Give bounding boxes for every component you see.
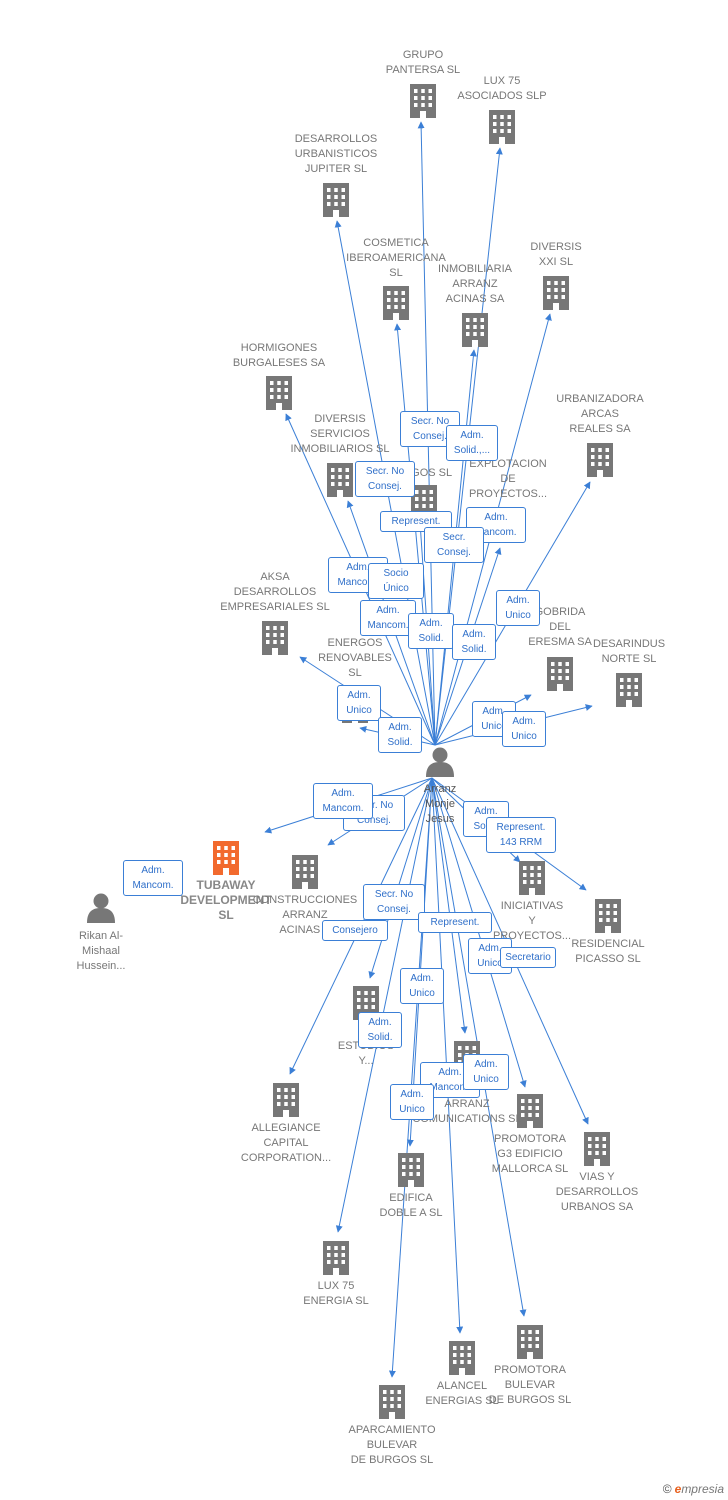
building-icon[interactable]: [587, 443, 613, 477]
focus-person-name[interactable]: Arranz Monje Jesus: [423, 783, 457, 825]
building-window: [217, 846, 221, 850]
building-window: [231, 853, 235, 857]
relation-badge[interactable]: Adm. Unico: [496, 590, 540, 626]
company-label-explotacion[interactable]: EXPLOTACION DE PROYECTOS...: [468, 458, 548, 500]
relation-badge[interactable]: Adm. Unico: [400, 968, 444, 1004]
company-label-energos-renovables[interactable]: ENERGOS RENOVABLES SL: [318, 637, 392, 679]
company-label-urbanizadora-arcas[interactable]: URBANIZADORA ARCAS REALES SA: [556, 393, 644, 435]
edge-lux75-energia: [335, 777, 433, 1233]
relation-badge[interactable]: Adm. Unico: [502, 711, 546, 747]
focus-person-icon[interactable]: [426, 747, 454, 778]
company-label-inmobiliaria-arranz[interactable]: INMOBILIARIA ARRANZ ACINAS SA: [438, 263, 512, 305]
building-window: [217, 853, 221, 857]
relation-badge[interactable]: Adm. Unico: [463, 1054, 509, 1090]
company-label-alancel[interactable]: ALANCEL ENERGIAS SL: [425, 1380, 499, 1407]
company-label-promotora-g3[interactable]: PROMOTORA G3 EDIFICIO MALLORCA SL: [491, 1133, 569, 1175]
company-label-hormigones[interactable]: HORMIGONES BURGALESES SA: [232, 342, 326, 369]
company-label-desarrollos-jupiter[interactable]: DESARROLLOS URBANISTICOS JUPITER SL: [294, 133, 378, 175]
copyright-symbol: ©: [662, 1482, 672, 1496]
person-icon[interactable]: [87, 893, 115, 924]
company-label-diversis-xxi[interactable]: DIVERSIS XXI SL: [530, 241, 582, 268]
relation-badge[interactable]: Represent.: [380, 511, 452, 532]
building-icon[interactable]: [517, 1325, 543, 1359]
company-label-aksa[interactable]: AKSA DESARROLLOS EMPRESARIALES SL: [220, 571, 330, 613]
person-label-rikan[interactable]: Rikan Al- Mishaal Hussein...: [76, 930, 126, 972]
building-window: [231, 860, 235, 864]
company-label-vias[interactable]: VIAS Y DESARROLLOS URBANOS SA: [555, 1171, 639, 1213]
brand-name: mpresia: [681, 1482, 724, 1496]
company-label-grupo-pantersa[interactable]: GRUPO PANTERSA SL: [385, 49, 461, 76]
company-label-arranz-com[interactable]: ARRANZ COMUNICATIONS SL: [412, 1098, 522, 1125]
company-label-allegiance[interactable]: ALLEGIANCE CAPITAL CORPORATION...: [240, 1122, 332, 1164]
building-door: [223, 868, 229, 875]
edge-sl-estudios: [368, 777, 433, 979]
building-window: [224, 846, 228, 850]
building-icon[interactable]: [323, 183, 349, 217]
building-icon[interactable]: [519, 861, 545, 895]
relation-badge[interactable]: Secr. No Consej.: [355, 461, 415, 497]
company-label-lux75-energia[interactable]: LUX 75 ENERGIA SL: [303, 1280, 369, 1307]
relation-badge[interactable]: Secr. Consej.: [424, 527, 484, 563]
relation-badge[interactable]: Adm. Mancom.: [466, 507, 526, 543]
building-icon[interactable]: [489, 110, 515, 144]
company-label-diversis-servicios[interactable]: DIVERSIS SERVICIOS INMOBILIARIOS SL: [290, 413, 390, 455]
building-icon[interactable]: [327, 463, 353, 497]
relation-badge[interactable]: Adm. Unico: [390, 1084, 434, 1120]
relation-badge[interactable]: Secretario: [500, 947, 556, 968]
relation-badge[interactable]: Adm. Unico: [337, 685, 381, 721]
relation-badge[interactable]: Adm. Solid.: [378, 717, 422, 753]
building-icon[interactable]: [398, 1153, 424, 1187]
building-window: [224, 860, 228, 864]
relation-badge[interactable]: Represent.: [418, 912, 492, 933]
relation-badge[interactable]: Socio Único: [368, 563, 424, 599]
building-window: [217, 860, 221, 864]
relation-badge[interactable]: Adm. Mancom.: [123, 860, 183, 896]
relation-badge[interactable]: Adm. Solid.: [358, 1012, 402, 1048]
relation-badge[interactable]: Secr. No Consej.: [363, 884, 425, 920]
edge-aparcamiento: [388, 777, 433, 1378]
relation-badge[interactable]: Adm. Solid.: [408, 613, 454, 649]
company-label-iniciativas[interactable]: INICIATIVAS Y PROYECTOS...: [492, 900, 572, 942]
company-label-tubaway[interactable]: TUBAWAY DEVELOPMENT SL: [180, 878, 272, 922]
building-icon[interactable]: [543, 276, 569, 310]
company-label-desarindus[interactable]: DESARINDUS NORTE SL: [592, 638, 666, 665]
relation-badge[interactable]: Adm. Solid.: [452, 624, 496, 660]
relation-badge[interactable]: Represent. 143 RRM: [486, 817, 556, 853]
building-window: [224, 853, 228, 857]
building-window: [231, 846, 235, 850]
company-label-residencial[interactable]: RESIDENCIAL PICASSO SL: [571, 938, 645, 965]
brand-watermark: ©empresia: [663, 1482, 724, 1496]
relation-badge[interactable]: Adm. Mancom.: [313, 783, 373, 819]
brand-logo-e: e: [674, 1482, 682, 1496]
relation-badge[interactable]: Adm. Mancom.: [360, 600, 416, 636]
company-label-lux75-asociados[interactable]: LUX 75 ASOCIADOS SLP: [457, 75, 547, 102]
edge-arranz-com: [431, 777, 468, 1034]
edge-alancel: [431, 777, 464, 1334]
company-label-cosmetica[interactable]: COSMETICA IBEROAMERICANA SL: [346, 237, 446, 279]
company-label-construcciones[interactable]: CONSTRUCCIONES ARRANZ ACINAS S: [252, 894, 358, 936]
company-label-gobrida[interactable]: GOBRIDA DEL ERESMA SA: [528, 606, 592, 648]
graph-nodes: [87, 84, 642, 1419]
company-label-promotora-bulevar[interactable]: PROMOTORA BULEVAR DE BURGOS SL: [488, 1364, 572, 1406]
relation-badge[interactable]: Adm. Solid.,...: [446, 425, 498, 461]
relation-badge[interactable]: Consejero: [322, 920, 388, 941]
building-icon[interactable]: [266, 376, 292, 410]
edge-cosmetica: [394, 323, 436, 746]
building-icon[interactable]: [616, 673, 642, 707]
building-icon[interactable]: [273, 1083, 299, 1117]
building-icon[interactable]: [462, 313, 488, 347]
building-icon[interactable]: [323, 1241, 349, 1275]
company-label-aparcamiento[interactable]: APARCAMIENTO BULEVAR DE BURGOS SL: [348, 1424, 436, 1466]
company-label-edifica[interactable]: EDIFICA DOBLE A SL: [379, 1192, 443, 1219]
